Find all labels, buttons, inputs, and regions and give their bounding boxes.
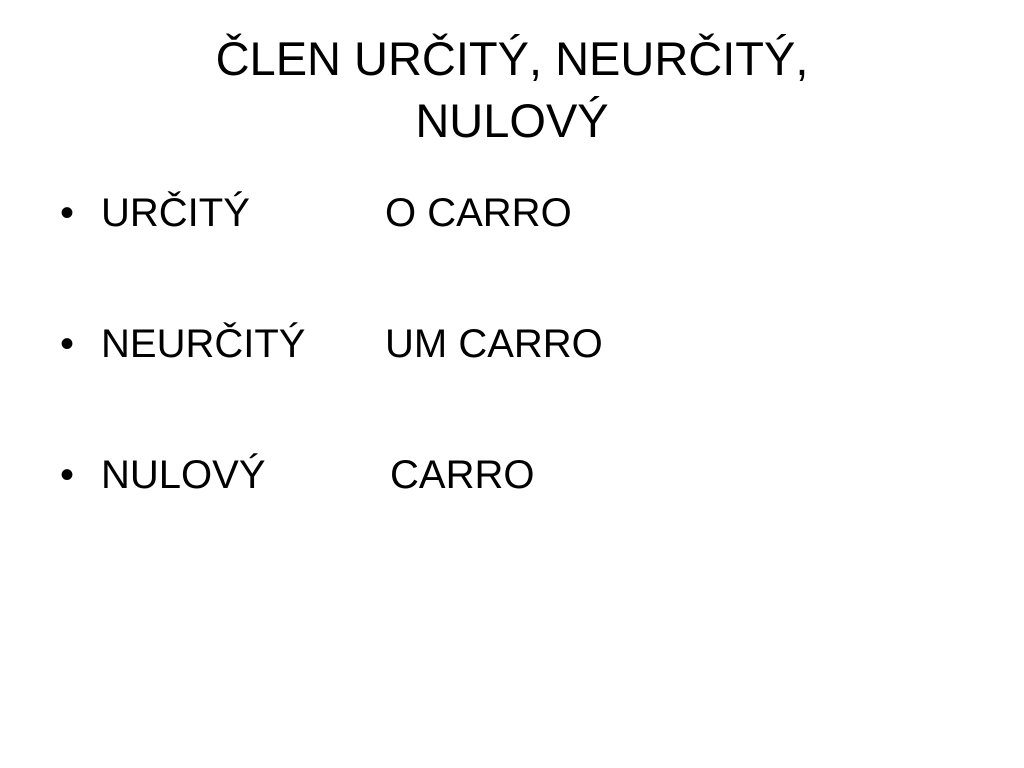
slide-title-line-1: ČLEN URČITÝ, NEURČITÝ, bbox=[215, 32, 809, 85]
article-type-label: NULOVÝ bbox=[101, 453, 266, 497]
list-item: • NEURČITÝ UM CARRO bbox=[60, 319, 960, 369]
article-example: UM CARRO bbox=[385, 322, 603, 366]
bullet-icon: • bbox=[60, 191, 75, 235]
bullet-icon: • bbox=[60, 322, 75, 366]
article-type-label: URČITÝ bbox=[101, 191, 250, 235]
slide-title-line-2: NULOVÝ bbox=[415, 94, 609, 147]
bullet-icon: • bbox=[60, 453, 75, 497]
article-type-label: NEURČITÝ bbox=[101, 322, 306, 366]
article-example: O CARRO bbox=[385, 191, 572, 235]
slide-title: ČLEN URČITÝ, NEURČITÝ, NULOVÝ bbox=[60, 28, 964, 152]
list-item: • NULOVÝ CARRO bbox=[60, 450, 960, 500]
list-item: • URČITÝ O CARRO bbox=[60, 188, 960, 238]
article-example: CARRO bbox=[390, 453, 535, 497]
